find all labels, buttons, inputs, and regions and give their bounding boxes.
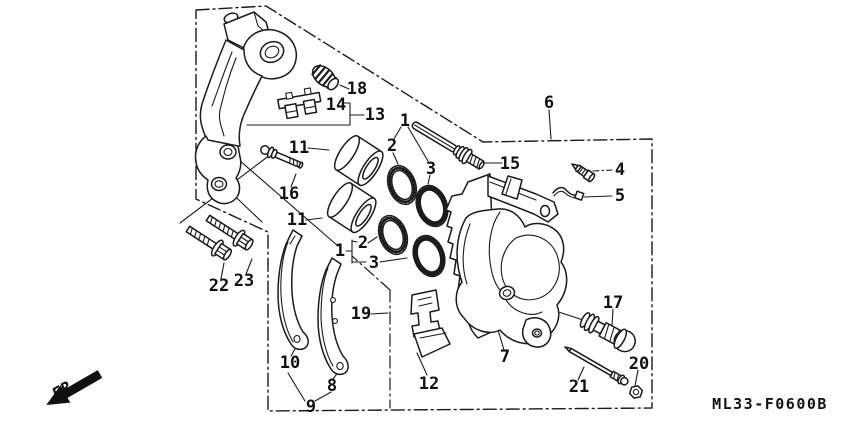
caliper-pin-bolt-15 — [411, 121, 485, 170]
callout-13-16: 13 — [365, 105, 385, 125]
callout-22-25: 22 — [209, 276, 229, 296]
caliper-body — [445, 173, 568, 348]
caliper-piston-lower — [326, 182, 377, 234]
callout-15-18: 15 — [500, 154, 520, 174]
pin-boot — [311, 64, 340, 91]
callout-7-11: 7 — [500, 347, 510, 367]
brake-pad-outer-10 — [277, 229, 309, 351]
callout-3-7: 3 — [369, 253, 379, 273]
pad-spring — [277, 87, 322, 120]
callout-2-1: 2 — [387, 136, 397, 156]
mount-bolt-23 — [205, 214, 254, 251]
callout-11-4: 11 — [287, 210, 307, 230]
callout-14-17: 14 — [326, 95, 346, 115]
pad-pin-21 — [564, 346, 629, 386]
piston-seal-upper — [386, 164, 418, 206]
callout-9-13: 9 — [306, 397, 316, 417]
callout-5-9: 5 — [615, 186, 625, 206]
shim-axis-line — [351, 255, 391, 409]
drawing-code: ML33-F0600B — [712, 395, 828, 413]
pad-retainer-12 — [410, 289, 451, 358]
callout-16-19: 16 — [279, 184, 299, 204]
callout-23-26: 23 — [234, 271, 254, 291]
bleed-screw-4 — [571, 163, 596, 183]
callout-20-23: 20 — [629, 354, 649, 374]
callout-11-3: 11 — [289, 138, 309, 158]
fr-direction-arrow: FR. — [46, 370, 103, 405]
callout-19-22: 19 — [351, 304, 371, 324]
callout-12-15: 12 — [419, 374, 439, 394]
caliper-bracket-arm — [194, 11, 298, 205]
brake-pad-inner-8 — [317, 257, 349, 376]
callout-1-0: 1 — [400, 111, 410, 131]
callout-1-5: 1 — [335, 241, 345, 261]
pin-nut-20 — [628, 385, 644, 399]
dust-seal-lower — [412, 234, 446, 278]
callout-4-8: 4 — [615, 160, 625, 180]
stopper-pin-16 — [260, 145, 304, 169]
callout-6-10: 6 — [544, 93, 554, 113]
callout-10-14: 10 — [280, 353, 300, 373]
dust-seal-upper — [415, 184, 449, 228]
mount-bolt-22 — [185, 225, 233, 261]
callout-3-2: 3 — [426, 159, 436, 179]
piston-seal-lower — [377, 214, 409, 256]
callout-8-12: 8 — [327, 376, 337, 396]
caliper-piston-upper — [333, 135, 384, 187]
assembly-frame — [195, 5, 653, 412]
callout-2-6: 2 — [358, 233, 368, 253]
pin-clip-5 — [552, 186, 585, 201]
callout-18-21: 18 — [347, 79, 367, 99]
callout-21-24: 21 — [569, 377, 589, 397]
callout-17-20: 17 — [603, 293, 623, 313]
hanger-pin-17 — [579, 312, 636, 353]
